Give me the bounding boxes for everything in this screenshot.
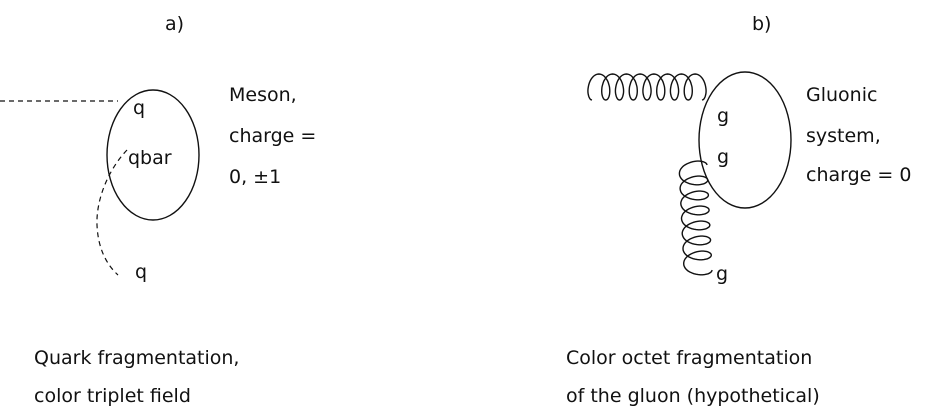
meson-desc-line1: Meson,	[229, 84, 297, 106]
panel-b-caption-line2: of the gluon (hypothetical)	[566, 385, 820, 407]
gluon-g-top-label: g	[717, 105, 729, 127]
quark-q-bottom-label: q	[135, 261, 147, 283]
gluon-g-middle-label: g	[717, 146, 729, 168]
meson-ellipse	[106, 89, 200, 221]
meson-desc-line2: charge =	[229, 125, 316, 147]
panel-a-label: a)	[165, 13, 184, 35]
gluonic-ellipse	[698, 71, 792, 209]
incoming-gluon-coil	[587, 73, 707, 101]
gluonic-desc-line3: charge = 0	[806, 164, 911, 186]
panel-a-caption-line2: color triplet field	[34, 385, 191, 407]
panel-a-caption-line1: Quark fragmentation,	[34, 347, 239, 369]
outgoing-gluon-coil	[678, 160, 713, 276]
panel-b-caption-line1: Color octet fragmentation	[566, 347, 812, 369]
antiquark-qbar-label: qbar	[128, 147, 172, 169]
panel-b-label: b)	[752, 13, 771, 35]
outgoing-quark-line	[96, 149, 128, 276]
gluon-g-bottom-label: g	[716, 263, 728, 285]
quark-q-label: q	[133, 97, 145, 119]
gluonic-desc-line1: Gluonic	[806, 84, 877, 106]
meson-desc-line3: 0, ±1	[229, 166, 281, 188]
gluonic-desc-line2: system,	[806, 125, 881, 147]
